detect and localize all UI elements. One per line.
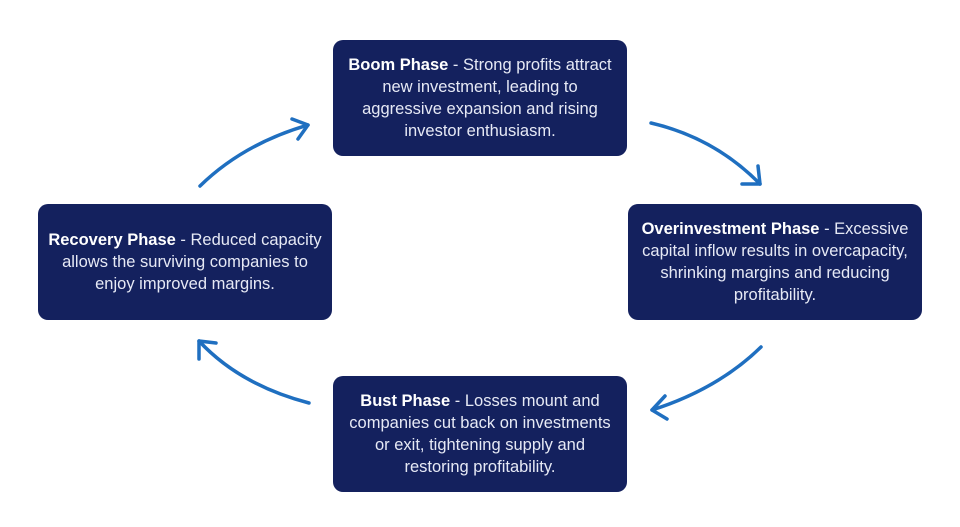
overinvestment-phase-box: Overinvestment Phase - Excessive capital… bbox=[628, 204, 922, 320]
arrow-boom-to-overinvestment-icon bbox=[649, 121, 762, 186]
boom-phase-title: Boom Phase bbox=[348, 56, 449, 74]
recovery-phase-box: Recovery Phase - Reduced capacity allows… bbox=[38, 204, 332, 320]
arrow-overinvestment-to-bust-icon bbox=[650, 345, 763, 421]
overinvestment-phase-separator: - bbox=[819, 220, 835, 238]
overinvestment-phase-text: Overinvestment Phase - Excessive capital… bbox=[638, 218, 912, 306]
recovery-phase-title: Recovery Phase bbox=[48, 231, 176, 249]
boom-phase-box: Boom Phase - Strong profits attract new … bbox=[333, 40, 627, 156]
overinvestment-phase-description: Excessive capital inflow results in over… bbox=[642, 220, 909, 304]
recovery-phase-separator: - bbox=[175, 231, 191, 249]
boom-phase-separator: - bbox=[448, 56, 464, 74]
arrow-bust-to-recovery-icon bbox=[197, 339, 311, 405]
boom-phase-description: Strong profits attract new investment, l… bbox=[362, 56, 612, 140]
bust-phase-text: Bust Phase - Losses mount and companies … bbox=[343, 390, 617, 478]
arrow-recovery-to-boom-icon bbox=[198, 117, 310, 188]
bust-phase-separator: - bbox=[450, 392, 465, 410]
overinvestment-phase-title: Overinvestment Phase bbox=[641, 220, 820, 238]
bust-phase-description: Losses mount and companies cut back on i… bbox=[349, 392, 611, 476]
bust-phase-title: Bust Phase bbox=[360, 392, 451, 410]
bust-phase-box: Bust Phase - Losses mount and companies … bbox=[333, 376, 627, 492]
boom-phase-text: Boom Phase - Strong profits attract new … bbox=[343, 54, 617, 142]
recovery-phase-text: Recovery Phase - Reduced capacity allows… bbox=[48, 229, 322, 295]
recovery-phase-description: Reduced capacity allows the surviving co… bbox=[62, 231, 322, 293]
